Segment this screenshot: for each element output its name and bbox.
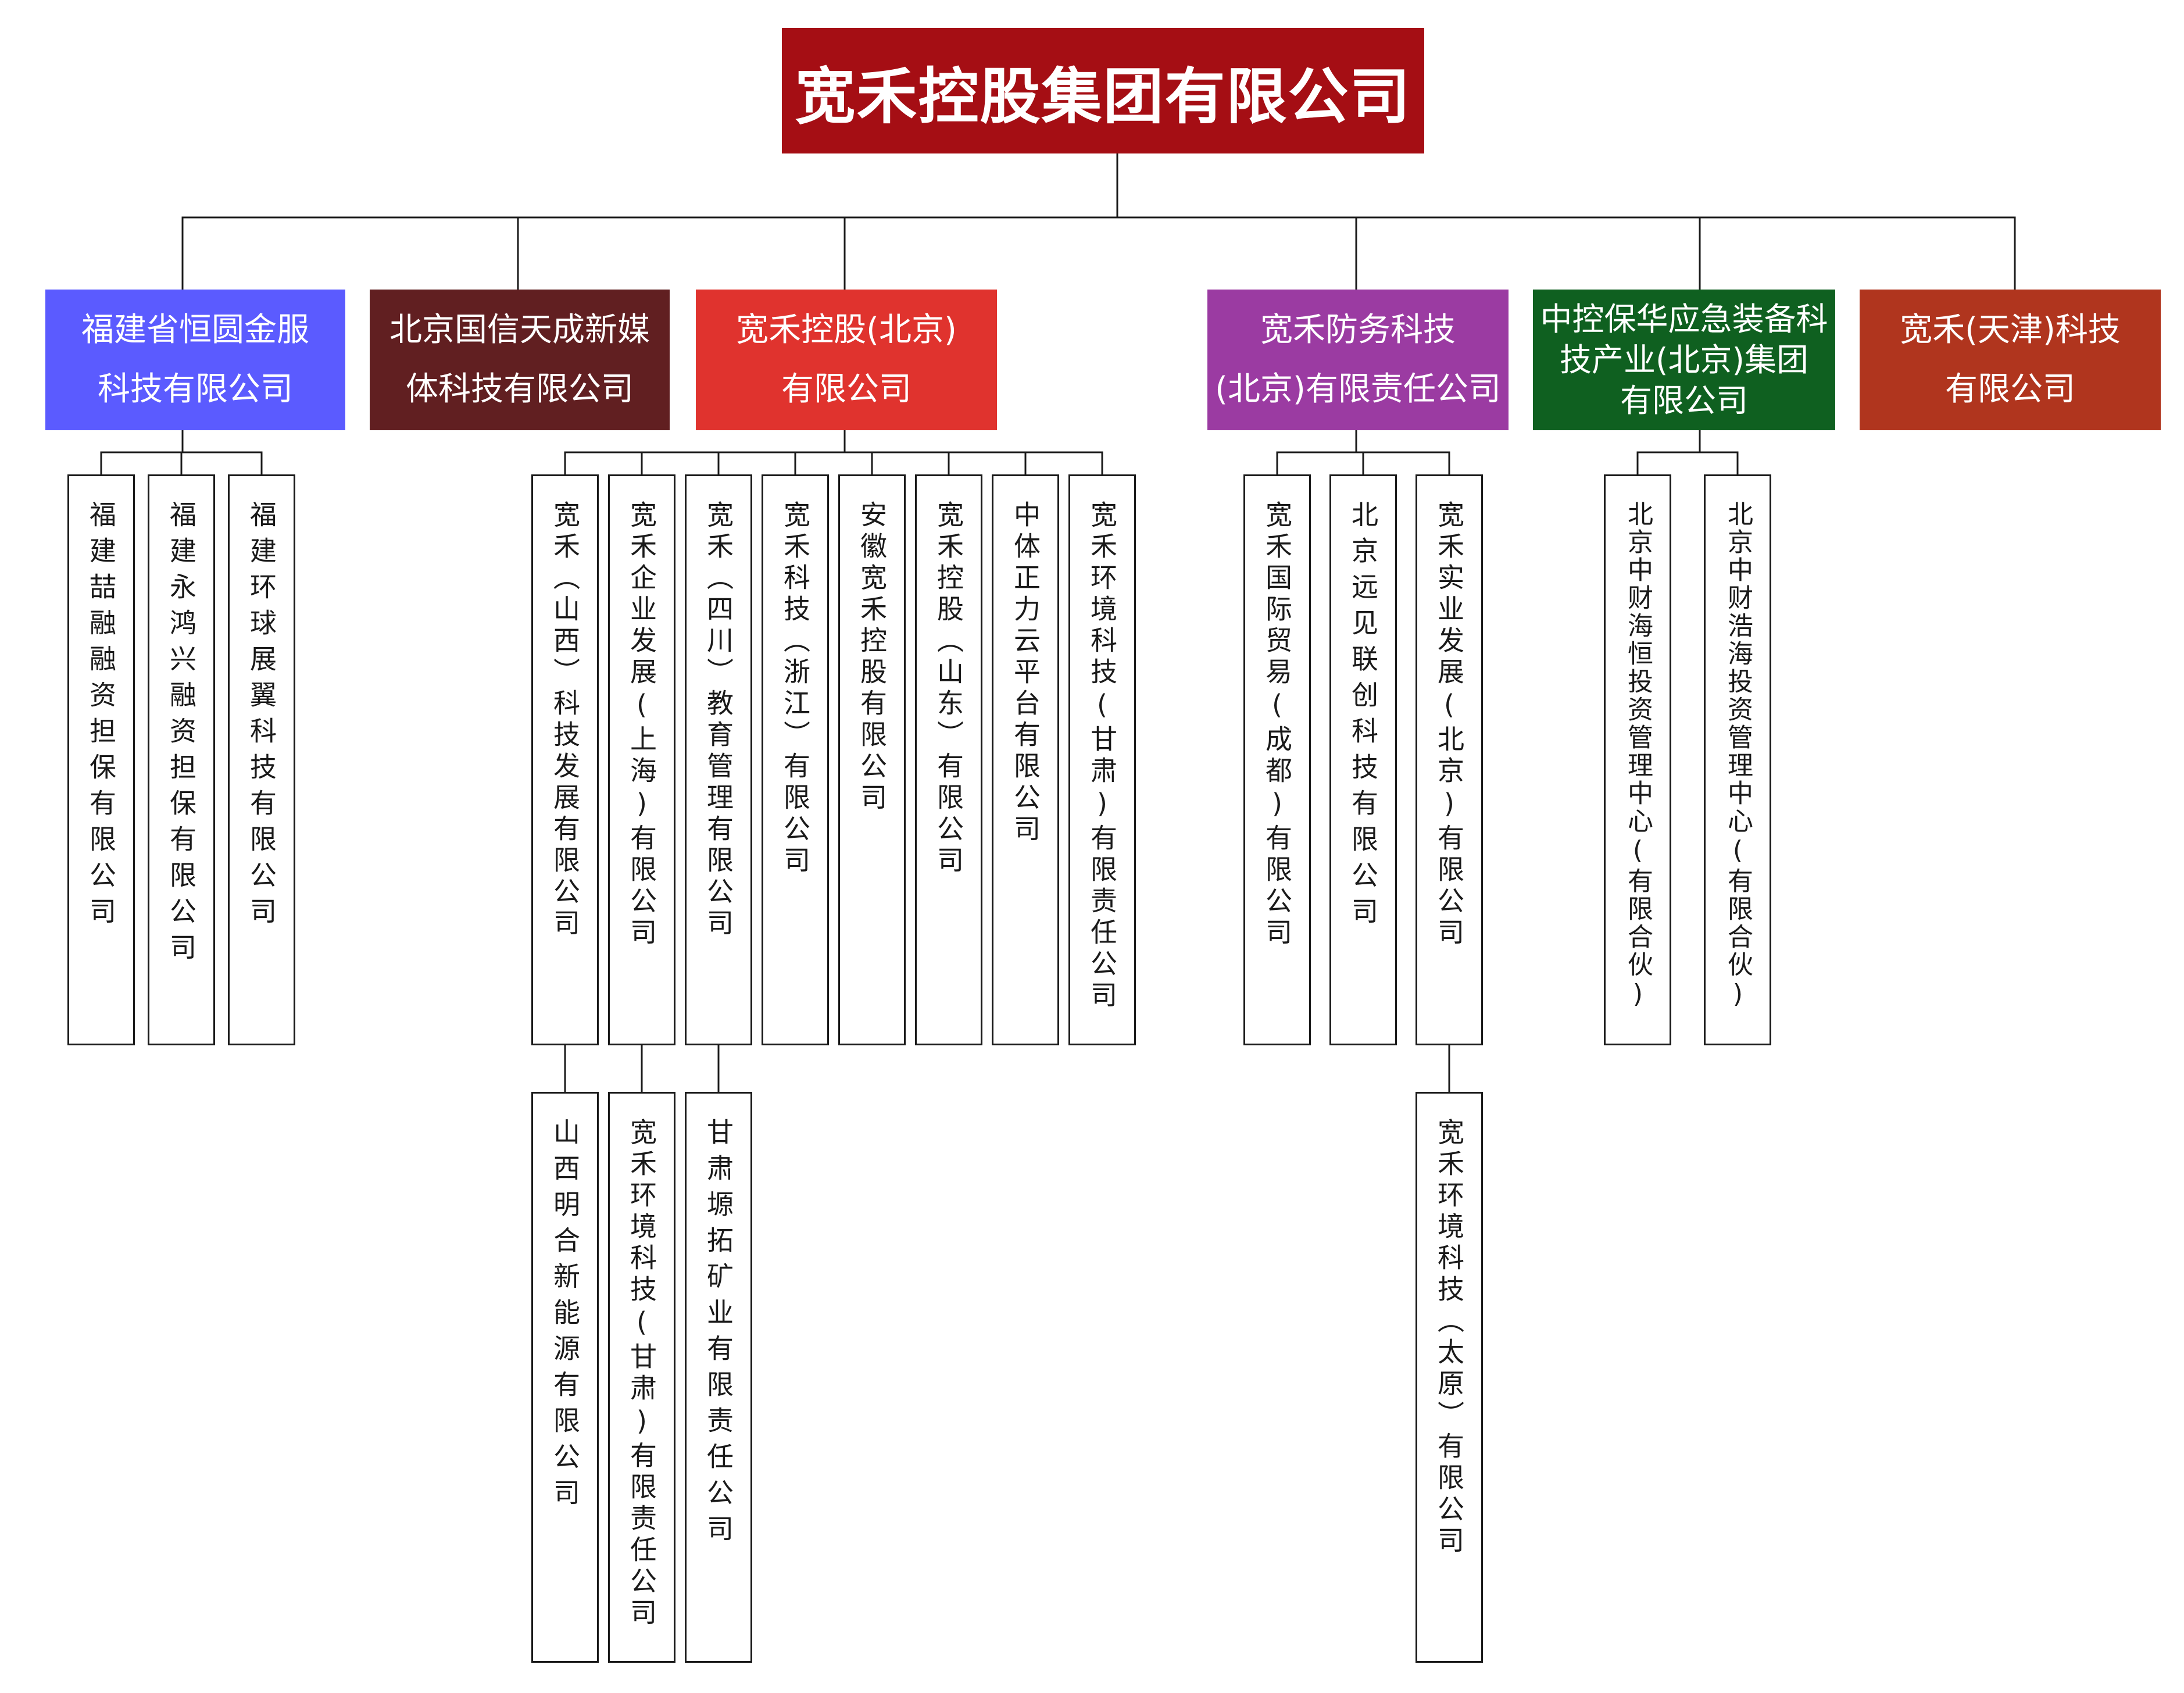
subsidiary-fangwu-2: 北京远见联创科技有限公司 bbox=[1329, 474, 1397, 1045]
subsidiary-name: 宽禾环境科技(甘肃)有限责任公司 bbox=[1086, 501, 1118, 1012]
company-fangwu: 宽禾防务科技 (北京)有限责任公司 bbox=[1207, 290, 1509, 430]
subsidiary-zhongkong-1: 北京中财海恒投资管理中心(有限合伙) bbox=[1604, 474, 1671, 1045]
company-guoxin-line-2: 体科技有限公司 bbox=[406, 370, 634, 408]
grandchild-name: 宽禾环境科技（太原）有限公司 bbox=[1434, 1118, 1465, 1558]
company-zhongkong: 中控保华应急装备科 技产业(北京)集团 有限公司 bbox=[1533, 290, 1835, 430]
subsidiary-name: 福建环球展翼科技有限公司 bbox=[246, 501, 277, 933]
subsidiary-name: 北京远见联创科技有限公司 bbox=[1347, 501, 1379, 933]
grandchild-name: 山西明合新能源有限公司 bbox=[549, 1118, 581, 1515]
company-fangwu-line-1: 宽禾防务科技 bbox=[1260, 311, 1456, 349]
subsidiary-name: 福建喆融融资担保有限公司 bbox=[85, 501, 117, 933]
company-zhongkong-line-1: 中控保华应急装备科 bbox=[1540, 301, 1828, 338]
subsidiary-fujian-3: 福建环球展翼科技有限公司 bbox=[228, 474, 295, 1045]
subsidiary-fujian-2: 福建永鸿兴融资担保有限公司 bbox=[148, 474, 215, 1045]
subsidiary-name: 北京中财海恒投资管理中心(有限合伙) bbox=[1623, 501, 1653, 1011]
grandchild-name: 甘肃塬拓矿业有限责任公司 bbox=[703, 1118, 734, 1551]
subsidiary-name: 宽禾（四川）教育管理有限公司 bbox=[703, 501, 734, 940]
company-tianjin: 宽禾(天津)科技 有限公司 bbox=[1860, 290, 2161, 430]
company-tianjin-line-1: 宽禾(天津)科技 bbox=[1900, 311, 2121, 349]
root-company-name: 宽禾控股集团有限公司 bbox=[795, 60, 1411, 132]
company-tianjin-line-2: 有限公司 bbox=[1944, 370, 2075, 408]
subsidiary-name: 北京中财浩海投资管理中心(有限合伙) bbox=[1723, 501, 1753, 1011]
company-fujian-line-1: 福建省恒圆金服 bbox=[81, 311, 309, 349]
subsidiary-name: 中体正力云平台有限公司 bbox=[1010, 501, 1041, 846]
subsidiary-name: 宽禾控股（山东）有限公司 bbox=[933, 501, 964, 877]
subsidiary-name: 福建永鸿兴融资担保有限公司 bbox=[166, 501, 197, 969]
company-fujian: 福建省恒圆金服 科技有限公司 bbox=[45, 290, 345, 430]
subsidiary-fangwu-1: 宽禾国际贸易(成都)有限公司 bbox=[1243, 474, 1311, 1045]
company-fangwu-line-2: (北京)有限责任公司 bbox=[1215, 370, 1501, 408]
subsidiary-name: 安徽宽禾控股有限公司 bbox=[856, 501, 888, 815]
company-guoxin: 北京国信天成新媒 体科技有限公司 bbox=[370, 290, 670, 430]
grandchild-taiyuan: 宽禾环境科技（太原）有限公司 bbox=[1416, 1092, 1483, 1663]
company-zhongkong-line-2: 技产业(北京)集团 bbox=[1560, 341, 1808, 378]
subsidiary-kuanhe-beijing-2: 宽禾企业发展(上海)有限公司 bbox=[608, 474, 675, 1045]
company-guoxin-line-1: 北京国信天成新媒 bbox=[389, 311, 650, 349]
subsidiary-kuanhe-beijing-4: 宽禾科技（浙江）有限公司 bbox=[762, 474, 829, 1045]
company-kuanhe-beijing-line-1: 宽禾控股(北京) bbox=[736, 311, 957, 349]
company-kuanhe-beijing: 宽禾控股(北京) 有限公司 bbox=[696, 290, 997, 430]
grandchild-shanghai: 宽禾环境科技(甘肃)有限责任公司 bbox=[608, 1092, 675, 1663]
subsidiary-zhongkong-2: 北京中财浩海投资管理中心(有限合伙) bbox=[1704, 474, 1771, 1045]
subsidiary-name: 宽禾国际贸易(成都)有限公司 bbox=[1261, 501, 1293, 949]
subsidiary-fujian-1: 福建喆融融资担保有限公司 bbox=[67, 474, 135, 1045]
subsidiary-name: 宽禾科技（浙江）有限公司 bbox=[780, 501, 811, 877]
subsidiary-kuanhe-beijing-7: 中体正力云平台有限公司 bbox=[992, 474, 1059, 1045]
company-zhongkong-line-3: 有限公司 bbox=[1620, 382, 1748, 419]
subsidiary-name: 宽禾实业发展(北京)有限公司 bbox=[1434, 501, 1465, 949]
subsidiary-fangwu-3: 宽禾实业发展(北京)有限公司 bbox=[1416, 474, 1483, 1045]
grandchild-sichuan: 甘肃塬拓矿业有限责任公司 bbox=[685, 1092, 752, 1663]
root-company: 宽禾控股集团有限公司 bbox=[782, 28, 1424, 153]
company-fujian-line-2: 科技有限公司 bbox=[98, 370, 293, 408]
subsidiary-name: 宽禾企业发展(上海)有限公司 bbox=[626, 501, 657, 949]
subsidiary-kuanhe-beijing-3: 宽禾（四川）教育管理有限公司 bbox=[685, 474, 752, 1045]
company-kuanhe-beijing-line-2: 有限公司 bbox=[781, 370, 912, 408]
subsidiary-name: 宽禾（山西）科技发展有限公司 bbox=[549, 501, 581, 940]
subsidiary-kuanhe-beijing-1: 宽禾（山西）科技发展有限公司 bbox=[531, 474, 599, 1045]
grandchild-name: 宽禾环境科技(甘肃)有限责任公司 bbox=[626, 1118, 657, 1630]
subsidiary-kuanhe-beijing-6: 宽禾控股（山东）有限公司 bbox=[915, 474, 982, 1045]
grandchild-shanxi: 山西明合新能源有限公司 bbox=[531, 1092, 599, 1663]
subsidiary-kuanhe-beijing-5: 安徽宽禾控股有限公司 bbox=[838, 474, 906, 1045]
subsidiary-kuanhe-beijing-8: 宽禾环境科技(甘肃)有限责任公司 bbox=[1068, 474, 1136, 1045]
